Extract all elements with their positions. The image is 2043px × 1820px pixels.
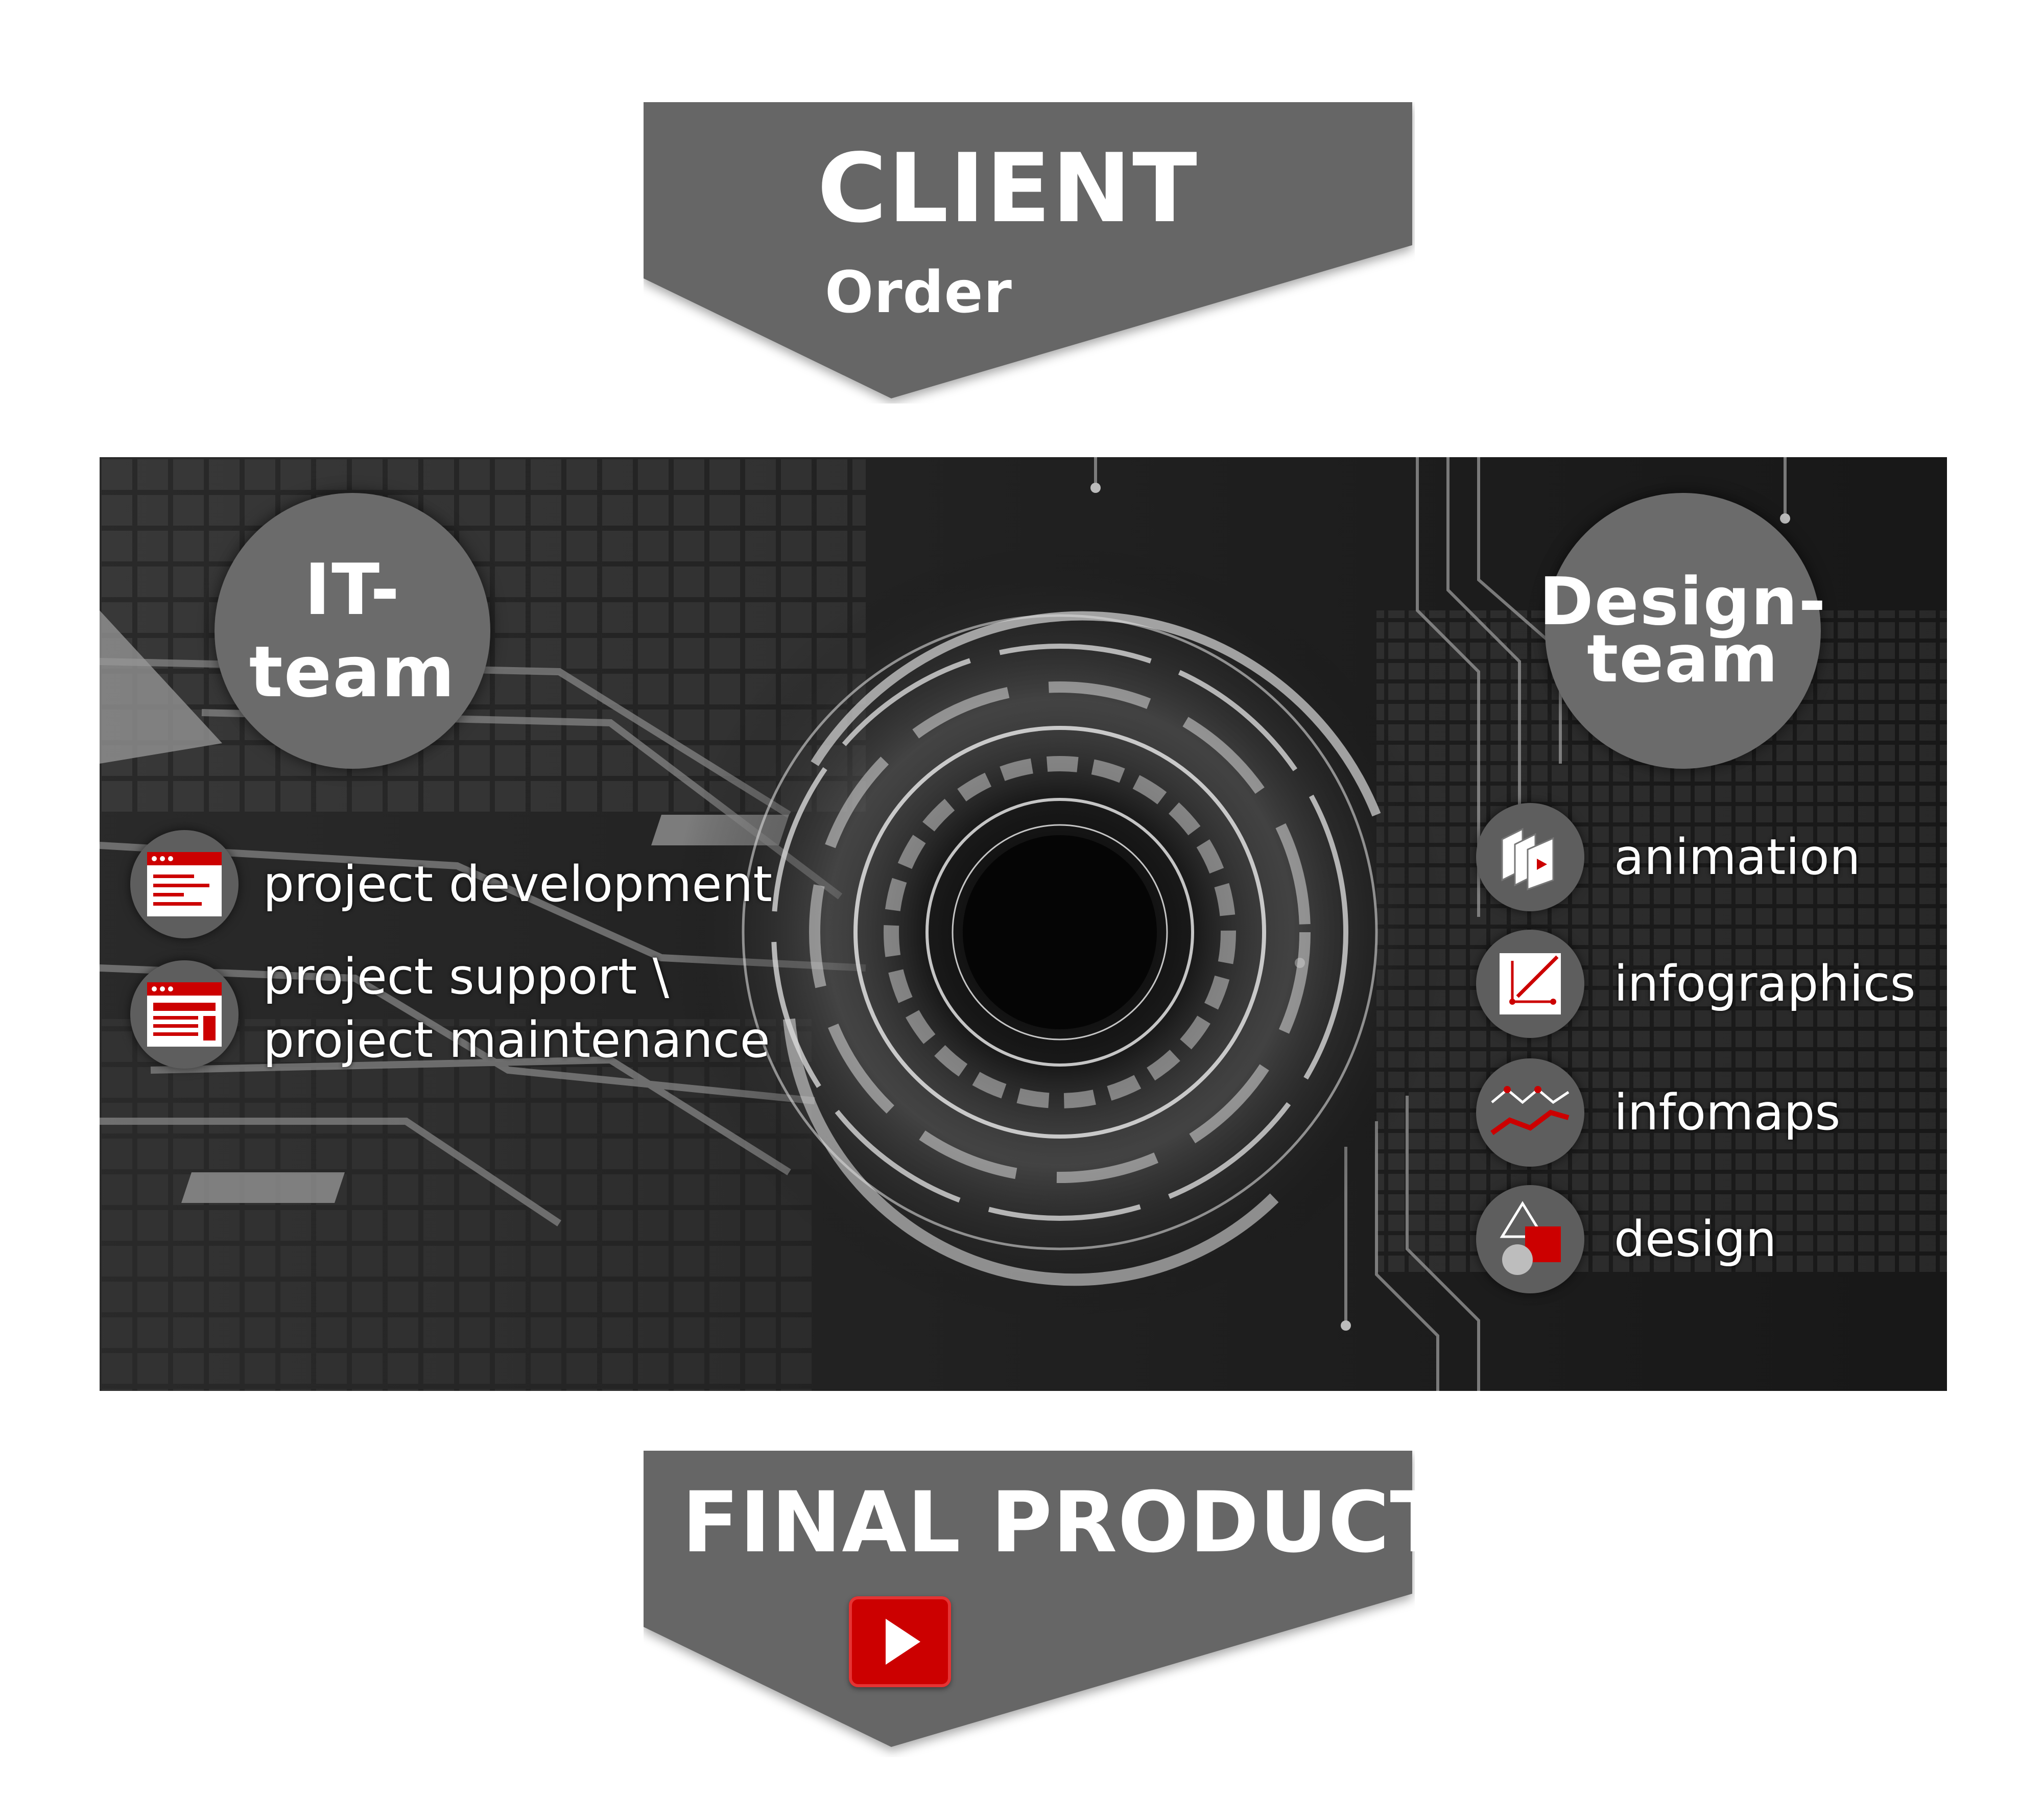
final-product-arrow-shape (644, 1451, 1412, 1747)
design-team-title-line2: team (1587, 621, 1779, 697)
browser-window-icon (130, 830, 239, 938)
it-team-title: IT-team (249, 549, 456, 713)
client-arrow: CLIENT Order (644, 102, 1415, 404)
client-title: CLIENT (817, 133, 1198, 244)
animation-frames-icon (1476, 803, 1584, 911)
client-subtitle: Order (825, 259, 1012, 326)
it-item-project-support: project support \ project maintenance (130, 948, 770, 1072)
it-item-label-block: project support \ project maintenance (263, 945, 770, 1072)
infomap-lines-icon (1476, 1058, 1584, 1167)
design-item-infomaps: infomaps (1476, 1058, 1840, 1167)
design-item-label: infomaps (1614, 1084, 1841, 1141)
design-shapes-icon (1476, 1185, 1584, 1293)
it-item-label-line2: project maintenance (263, 1011, 770, 1069)
final-product-title: FINAL PRODUCT (682, 1474, 1448, 1571)
design-item-label: design (1614, 1211, 1777, 1268)
tech-banner-panel: IT-team project development (100, 457, 1947, 1391)
design-item-label: animation (1614, 829, 1861, 886)
it-item-label: project development (263, 856, 772, 913)
final-product-arrow: FINAL PRODUCT (644, 1451, 1447, 1757)
design-team-title-line1: Design- (1539, 564, 1827, 640)
it-item-label-line1: project support \ (263, 948, 670, 1005)
design-item-infographics: infographics (1476, 930, 1916, 1038)
design-item-animation: animation (1476, 803, 1861, 911)
client-arrow-shape (644, 102, 1412, 398)
infographic-chart-icon (1476, 930, 1584, 1038)
browser-layout-icon (130, 960, 239, 1069)
design-team-circle: Design- team (1539, 493, 1826, 769)
play-button-icon[interactable] (849, 1596, 951, 1687)
it-item-project-development: project development (130, 830, 772, 938)
design-item-design: design (1476, 1185, 1776, 1293)
design-item-label: infographics (1614, 955, 1916, 1012)
it-team-circle: IT-team (215, 493, 490, 769)
